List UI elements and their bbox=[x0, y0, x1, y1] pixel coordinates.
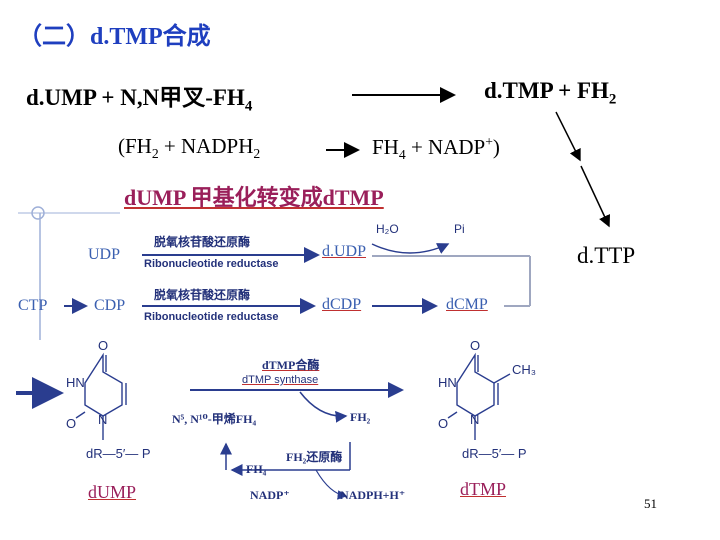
dtmp-o-bottom: O bbox=[438, 416, 449, 431]
reaction2-c-sub: 4 bbox=[398, 147, 406, 163]
dump-n: N bbox=[98, 412, 108, 427]
dtmp-hn: HN bbox=[438, 375, 457, 390]
reaction1-left-sub: 4 bbox=[244, 98, 253, 115]
reaction2-d-sup: + bbox=[485, 134, 493, 149]
udp-label: UDP bbox=[88, 246, 121, 263]
dcmp-label: dCMP bbox=[446, 296, 488, 313]
synthase-en: dTMP synthase bbox=[242, 374, 319, 386]
nadph-label: NADPH+H⁺ bbox=[340, 488, 406, 502]
reductase-cn: FH₂还原酶 bbox=[286, 450, 343, 464]
ctp-label: CTP bbox=[18, 297, 48, 314]
reaction2-a: (FH bbox=[118, 134, 152, 158]
dump-o-top: O bbox=[98, 338, 109, 353]
fh4-label: FH₄ bbox=[246, 462, 267, 476]
h2o-label: H₂O bbox=[376, 222, 399, 236]
dudp-label: d.UDP bbox=[322, 243, 367, 260]
dump-ring bbox=[75, 352, 127, 440]
dtmp-n: N bbox=[470, 412, 480, 427]
dtmp-ch3: CH₃ bbox=[512, 362, 537, 377]
enzyme-en-1: Ribonucleotide reductase bbox=[144, 258, 279, 270]
reaction1-right: d.TMP + FH2 bbox=[484, 78, 616, 109]
reaction2-d: + NADP bbox=[405, 135, 486, 159]
dtmp-label: dTMP bbox=[460, 479, 507, 499]
enzyme-cn-2: 脱氧核苷酸还原酶 bbox=[154, 288, 251, 302]
reaction2-right: FH4 + NADP+) bbox=[372, 134, 500, 163]
cdp-label: CDP bbox=[94, 297, 126, 314]
enzyme-cn-1: 脱氧核苷酸还原酶 bbox=[154, 235, 251, 249]
dump-label: dUMP bbox=[88, 482, 137, 502]
dtmp-ring bbox=[447, 352, 511, 440]
reaction2-b: + NADPH bbox=[158, 134, 254, 158]
cofactor-left: N⁵, N¹⁰-甲烯FH₄ bbox=[172, 412, 257, 426]
reaction2-e: ) bbox=[492, 135, 500, 159]
dump-sugar: dR—5′— P bbox=[86, 446, 151, 461]
reaction2-left: (FH2 + NADPH2 bbox=[118, 134, 260, 162]
reaction1-right-text: d.TMP + FH bbox=[484, 78, 609, 103]
diagram-title: dUMP 甲基化转变成dTMP bbox=[124, 185, 384, 210]
nadp-label: NADP⁺ bbox=[250, 488, 290, 502]
enzyme-en-2: Ribonucleotide reductase bbox=[144, 311, 279, 323]
dtmp-sugar: dR—5′— P bbox=[462, 446, 527, 461]
dump-o-bottom: O bbox=[66, 416, 77, 431]
dtmp-down-arrow-2 bbox=[580, 165, 610, 228]
synthase-cn: dTMP合酶 bbox=[262, 358, 320, 372]
dtmp-down-arrow-1 bbox=[555, 111, 581, 162]
dump-hn: HN bbox=[66, 375, 85, 390]
pi-label: Pi bbox=[454, 222, 465, 236]
slide-heading: （二）d.TMP合成 bbox=[18, 24, 211, 50]
reaction1-left-text: d.UMP + N,N甲叉-FH bbox=[26, 85, 245, 110]
reaction2-c: FH bbox=[372, 135, 399, 159]
dtmp-o-top: O bbox=[470, 338, 481, 353]
reaction2-a-sub: 2 bbox=[151, 146, 159, 162]
reaction1-right-sub: 2 bbox=[608, 91, 617, 108]
reaction1-left: d.UMP + N,N甲叉-FH4 bbox=[26, 78, 252, 116]
page-number: 51 bbox=[644, 496, 657, 511]
cofactor-right: FH₂ bbox=[350, 410, 371, 424]
dcdp-label: dCDP bbox=[322, 296, 362, 313]
reaction2-b-sub: 2 bbox=[253, 146, 261, 162]
dttp-label: d.TTP bbox=[577, 243, 636, 268]
